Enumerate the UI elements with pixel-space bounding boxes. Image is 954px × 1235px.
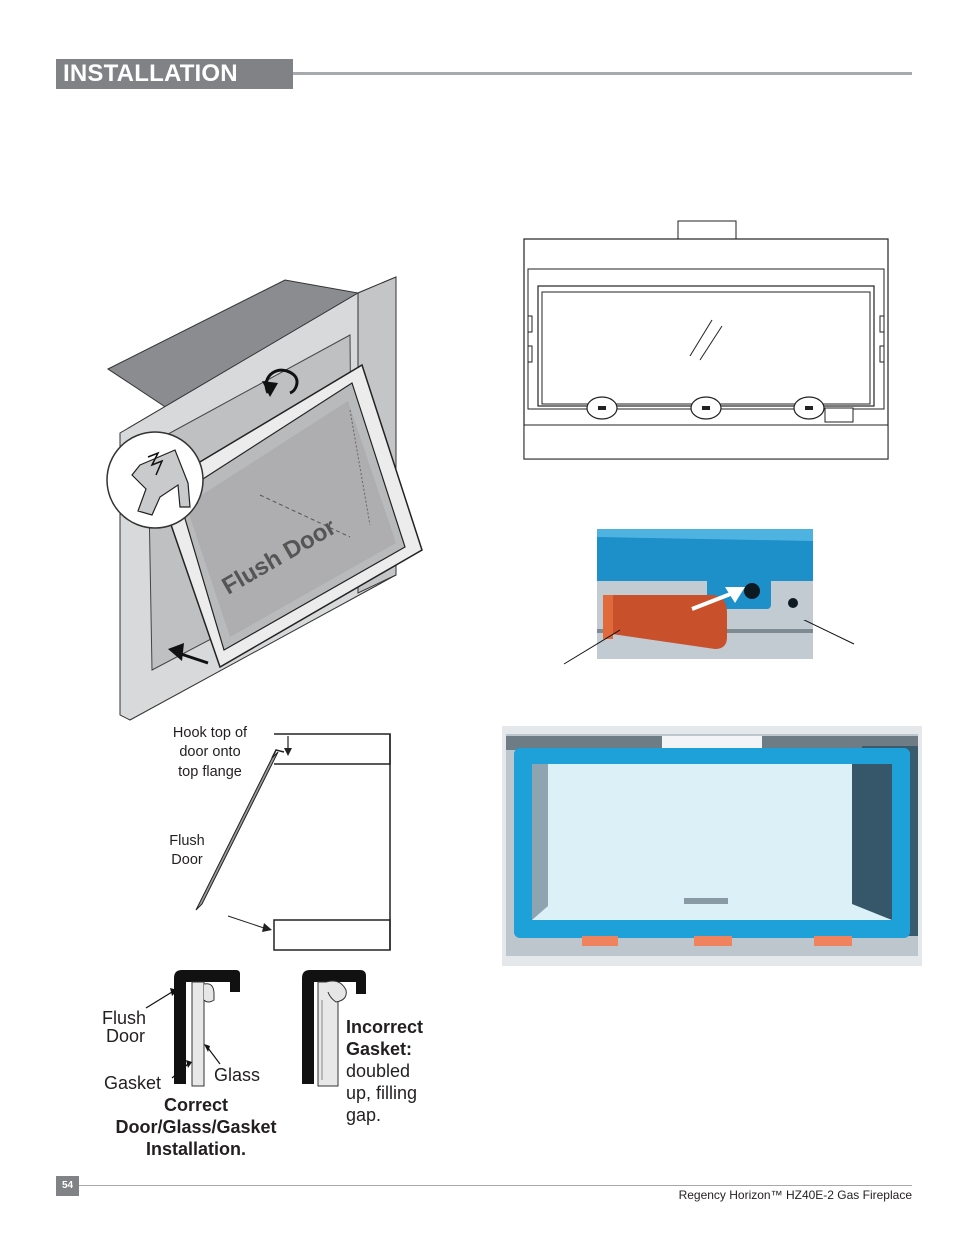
incorrect-gasket — [325, 980, 347, 1003]
hook-label-line-2: door onto — [179, 744, 240, 760]
correct-caption-1: Correct — [164, 1095, 228, 1115]
footer-rule — [79, 1185, 912, 1186]
latch-tab-right — [814, 936, 852, 946]
bottom-flange — [273, 919, 391, 951]
incorrect-caption-5: gap. — [346, 1105, 381, 1125]
latch-closeup-render — [597, 529, 813, 659]
incorrect-caption-4: up, filling — [346, 1083, 417, 1103]
flush-door-label-line-1: Flush — [169, 833, 204, 849]
hook-label-line-1: Hook top of — [173, 725, 248, 741]
insert-arrow-icon — [177, 651, 209, 665]
incorrect-caption-3: doubled — [346, 1061, 410, 1081]
gasket-flush-label-1: Flush — [102, 1008, 146, 1028]
direction-arrow-icon — [691, 591, 734, 611]
gasket-flush-label-2: Door — [106, 1026, 145, 1046]
rotate-arrow-icon — [264, 368, 299, 395]
flush-door-label-line-2: Door — [171, 852, 203, 868]
correct-gasket — [203, 983, 215, 1003]
gasket-gasket-label: Gasket — [104, 1073, 161, 1093]
door-frame-render — [502, 726, 922, 966]
section-header-band — [56, 59, 293, 89]
footer-product-name: Regency Horizon™ HZ40E-2 Gas Fireplace — [678, 1188, 912, 1202]
latch-tab-center — [694, 936, 732, 946]
incorrect-door-profile — [302, 970, 366, 1084]
latch-callout-lines — [563, 620, 855, 665]
hook-door-schematic: Hook top of door onto top flange Flush D… — [169, 725, 391, 951]
page-number: 54 — [56, 1176, 79, 1196]
correct-caption-2: Door/Glass/Gasket — [115, 1117, 276, 1137]
bottom-arrow-icon — [227, 915, 265, 929]
flush-door-install-illustration: Flush Door — [106, 276, 423, 721]
hook-label-line-3: top flange — [178, 764, 242, 780]
incorrect-caption-1: Incorrect — [346, 1017, 423, 1037]
latch-tab-left — [582, 936, 618, 946]
correct-caption-3: Installation. — [146, 1139, 246, 1159]
correct-door-profile — [174, 970, 240, 1084]
header-rule — [293, 72, 912, 75]
section-title: INSTALLATION — [63, 60, 238, 87]
fireplace-front-view — [523, 220, 889, 460]
gasket-cross-sections: Flush Door Gasket Glass Correct Door/Gla… — [102, 970, 423, 1159]
gasket-glass-label: Glass — [214, 1065, 260, 1085]
incorrect-caption-2: Gasket: — [346, 1039, 412, 1059]
